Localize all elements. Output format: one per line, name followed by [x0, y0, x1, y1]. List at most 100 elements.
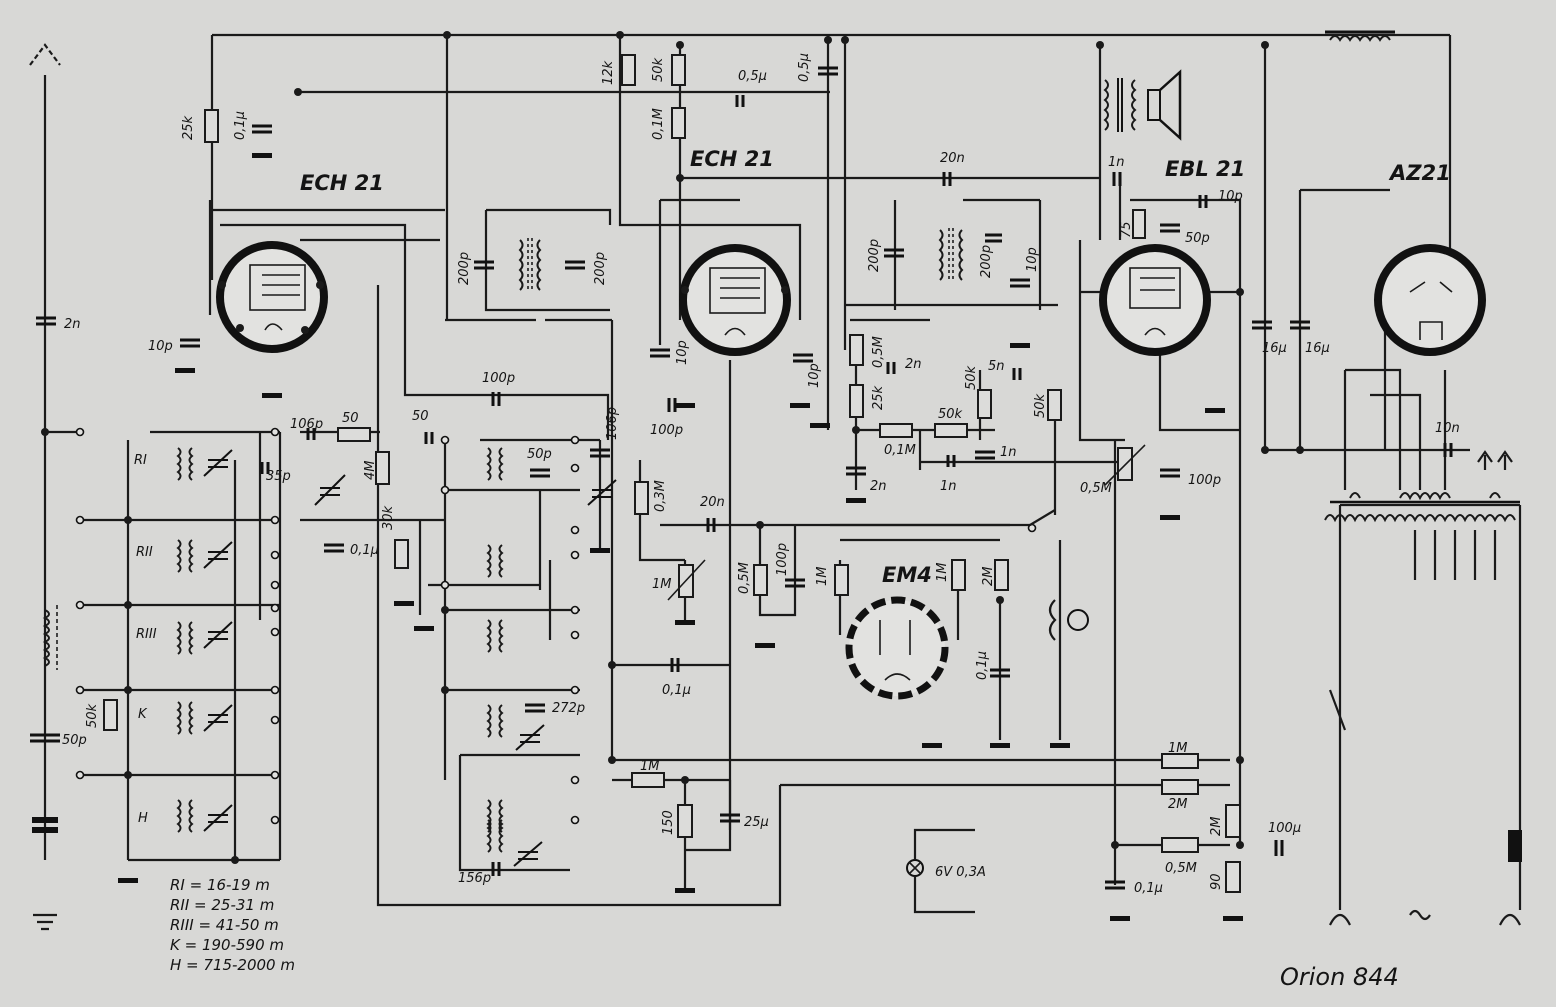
- switch-contact: [570, 630, 580, 640]
- legend-line: RII = 25-31 m: [170, 896, 274, 914]
- coil-label-riii: RIII: [136, 627, 157, 642]
- label-c-50p-ebl: 50p: [1185, 231, 1210, 246]
- ground-symbol: [118, 878, 138, 883]
- variable-capacitors[interactable]: [203, 449, 617, 867]
- label-c-106p-b: 106p: [605, 407, 620, 440]
- rf-coil: [188, 799, 194, 833]
- label-r-50k-ant: 50k: [85, 703, 100, 728]
- rf-coil: [498, 819, 504, 853]
- label-c-2n-b: 2n: [870, 479, 887, 494]
- antenna-input: [29, 43, 445, 862]
- label-c-272p: 272p: [552, 701, 585, 716]
- rf-coil: [498, 544, 504, 578]
- rf-coil: [498, 619, 504, 653]
- speaker: [1103, 69, 1182, 141]
- pickup-switch[interactable]: [1029, 509, 1089, 641]
- ground-symbol: [1010, 343, 1030, 348]
- label-c-200p-3: 200p: [867, 239, 882, 272]
- potentiometers[interactable]: [667, 444, 1146, 601]
- label-c-01u-osc: 0,1µ: [350, 543, 379, 558]
- switch-contact: [270, 627, 280, 637]
- label-r-50-a: 50: [342, 411, 359, 426]
- label-c-1n-a: 1n: [1000, 445, 1017, 460]
- ground-symbol: [846, 498, 866, 503]
- label-r-05m-right: 0,5M: [1165, 861, 1197, 876]
- rf-coil: [188, 539, 194, 573]
- ground-symbol: [252, 153, 272, 158]
- tube-ech21-a: [216, 241, 328, 353]
- label-c-100p-d: 100p: [775, 543, 790, 576]
- switch-contact: [270, 815, 280, 825]
- tube-label-ebl21: EBL 21: [1165, 157, 1245, 181]
- legend-line: H = 715-2000 m: [170, 956, 295, 974]
- label-lamp: 6V 0,3A: [935, 865, 986, 880]
- ground-symbol: [590, 548, 610, 553]
- ground-symbol: [990, 743, 1010, 748]
- switch-contact: [75, 515, 85, 525]
- ground-symbol: [810, 423, 830, 428]
- if-transformers: [518, 228, 964, 292]
- tube-ebl21: [1099, 244, 1211, 356]
- legend-line: RI = 16-19 m: [170, 876, 270, 894]
- label-r-1m-em2: 1M: [935, 563, 950, 583]
- label-r-1m-bot: 1M: [640, 759, 660, 774]
- rf-coil: [498, 447, 504, 481]
- label-c-5n: 5n: [988, 359, 1005, 374]
- ground-symbols: [33, 153, 1243, 931]
- ground-symbol: [675, 620, 695, 625]
- switch-contact: [570, 685, 580, 695]
- switch-contact: [570, 463, 580, 473]
- rf-coil: [486, 619, 492, 653]
- coil-label-rii: RII: [136, 545, 153, 560]
- ground-symbol: [262, 393, 282, 398]
- label-r-50k-d: 50k: [1033, 393, 1048, 418]
- label-c-50-b: 50: [412, 409, 429, 424]
- ground-symbol: [675, 888, 695, 893]
- switch-contact: [570, 605, 580, 615]
- label-c-01u-em: 0,1µ: [975, 651, 990, 680]
- label-r-25k-top: 25k: [181, 115, 196, 140]
- label-c-2n-a: 2n: [905, 357, 922, 372]
- mains-section: [1328, 689, 1522, 926]
- label-r-50k-c: 50k: [964, 365, 979, 390]
- switch-contact: [270, 715, 280, 725]
- switch-contacts[interactable]: [75, 427, 1037, 825]
- switch-contact: [570, 775, 580, 785]
- rf-coil: [498, 704, 504, 738]
- ground-symbol: [675, 403, 695, 408]
- label-r-2m-vert: 2M: [1209, 817, 1224, 837]
- switch-contact: [440, 580, 450, 590]
- label-c-200p-1: 200p: [457, 252, 472, 285]
- tube-label-em4: EM4: [882, 563, 932, 587]
- rf-coil: [176, 447, 182, 481]
- power-transformer: [1324, 30, 1520, 580]
- switch-contact: [570, 435, 580, 445]
- ground-symbol: [1050, 743, 1070, 748]
- label-r-01m-b: 0,1M: [884, 443, 916, 458]
- label-c-50p-osc: 50p: [527, 447, 552, 462]
- oscillator-coil-bank: [428, 438, 602, 872]
- switch-contact: [270, 770, 280, 780]
- band-legend: RI = 16-19 m RII = 25-31 m RIII = 41-50 …: [170, 876, 295, 974]
- label-c-100p-a: 100p: [482, 371, 515, 386]
- ground-symbol: [33, 913, 57, 931]
- switch-contact: [270, 515, 280, 525]
- ground-symbol: [414, 626, 434, 631]
- rf-coil: [188, 621, 194, 655]
- label-c-35p: 35p: [266, 469, 291, 484]
- switch-contact: [440, 485, 450, 495]
- rf-coil: [176, 799, 182, 833]
- legend-line: RIII = 41-50 m: [170, 916, 279, 934]
- resistors: [103, 54, 1241, 893]
- rf-coil: [486, 447, 492, 481]
- switch-contact: [75, 600, 85, 610]
- label-c-01u-right: 0,1µ: [1134, 881, 1163, 896]
- label-c-100p-b: 100p: [650, 423, 683, 438]
- label-c-100p-c: 100p: [1188, 473, 1221, 488]
- switch-contact: [75, 770, 85, 780]
- switch-contact: [1027, 523, 1037, 533]
- label-r-90: 90: [1209, 873, 1224, 890]
- label-r-50k-top: 50k: [651, 57, 666, 82]
- ground-symbol: [922, 743, 942, 748]
